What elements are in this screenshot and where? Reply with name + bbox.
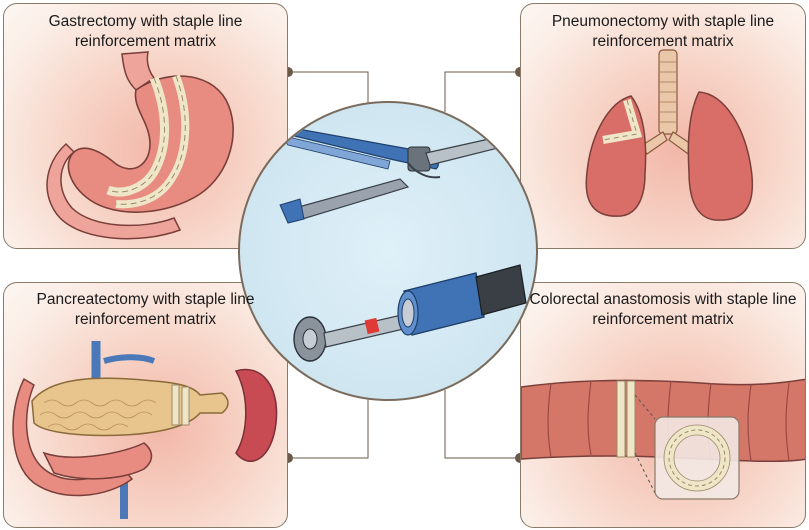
stapler-devices-circle xyxy=(238,101,538,401)
colorectal-title: Colorectal anastomosis with staple line … xyxy=(529,291,797,328)
pancreas-illustration xyxy=(12,341,278,519)
connector-top-right xyxy=(444,71,520,112)
gastrectomy-panel: Gastrectomy with staple line reinforceme… xyxy=(3,3,288,249)
circular-stapler-icon xyxy=(293,264,527,362)
staplers-illustration xyxy=(274,124,527,362)
pancreatectomy-panel: Pancreatectomy with staple line reinforc… xyxy=(3,282,288,528)
pneumonectomy-panel: Pneumonectomy with staple line reinforce… xyxy=(520,3,806,249)
pancreatectomy-title: Pancreatectomy with staple line reinforc… xyxy=(36,291,255,328)
linear-stapler-icon xyxy=(274,124,503,224)
connector-top-left xyxy=(288,71,369,112)
stomach-illustration xyxy=(46,51,234,240)
gastrectomy-title: Gastrectomy with staple line reinforceme… xyxy=(48,13,243,50)
lungs-illustration xyxy=(585,49,753,221)
connector-bottom-left xyxy=(288,390,369,459)
connector-bottom-right xyxy=(444,390,520,459)
pneumonectomy-title: Pneumonectomy with staple line reinforce… xyxy=(551,13,775,50)
colorectal-panel: Colorectal anastomosis with staple line … xyxy=(520,282,806,528)
colon-illustration xyxy=(521,378,805,500)
